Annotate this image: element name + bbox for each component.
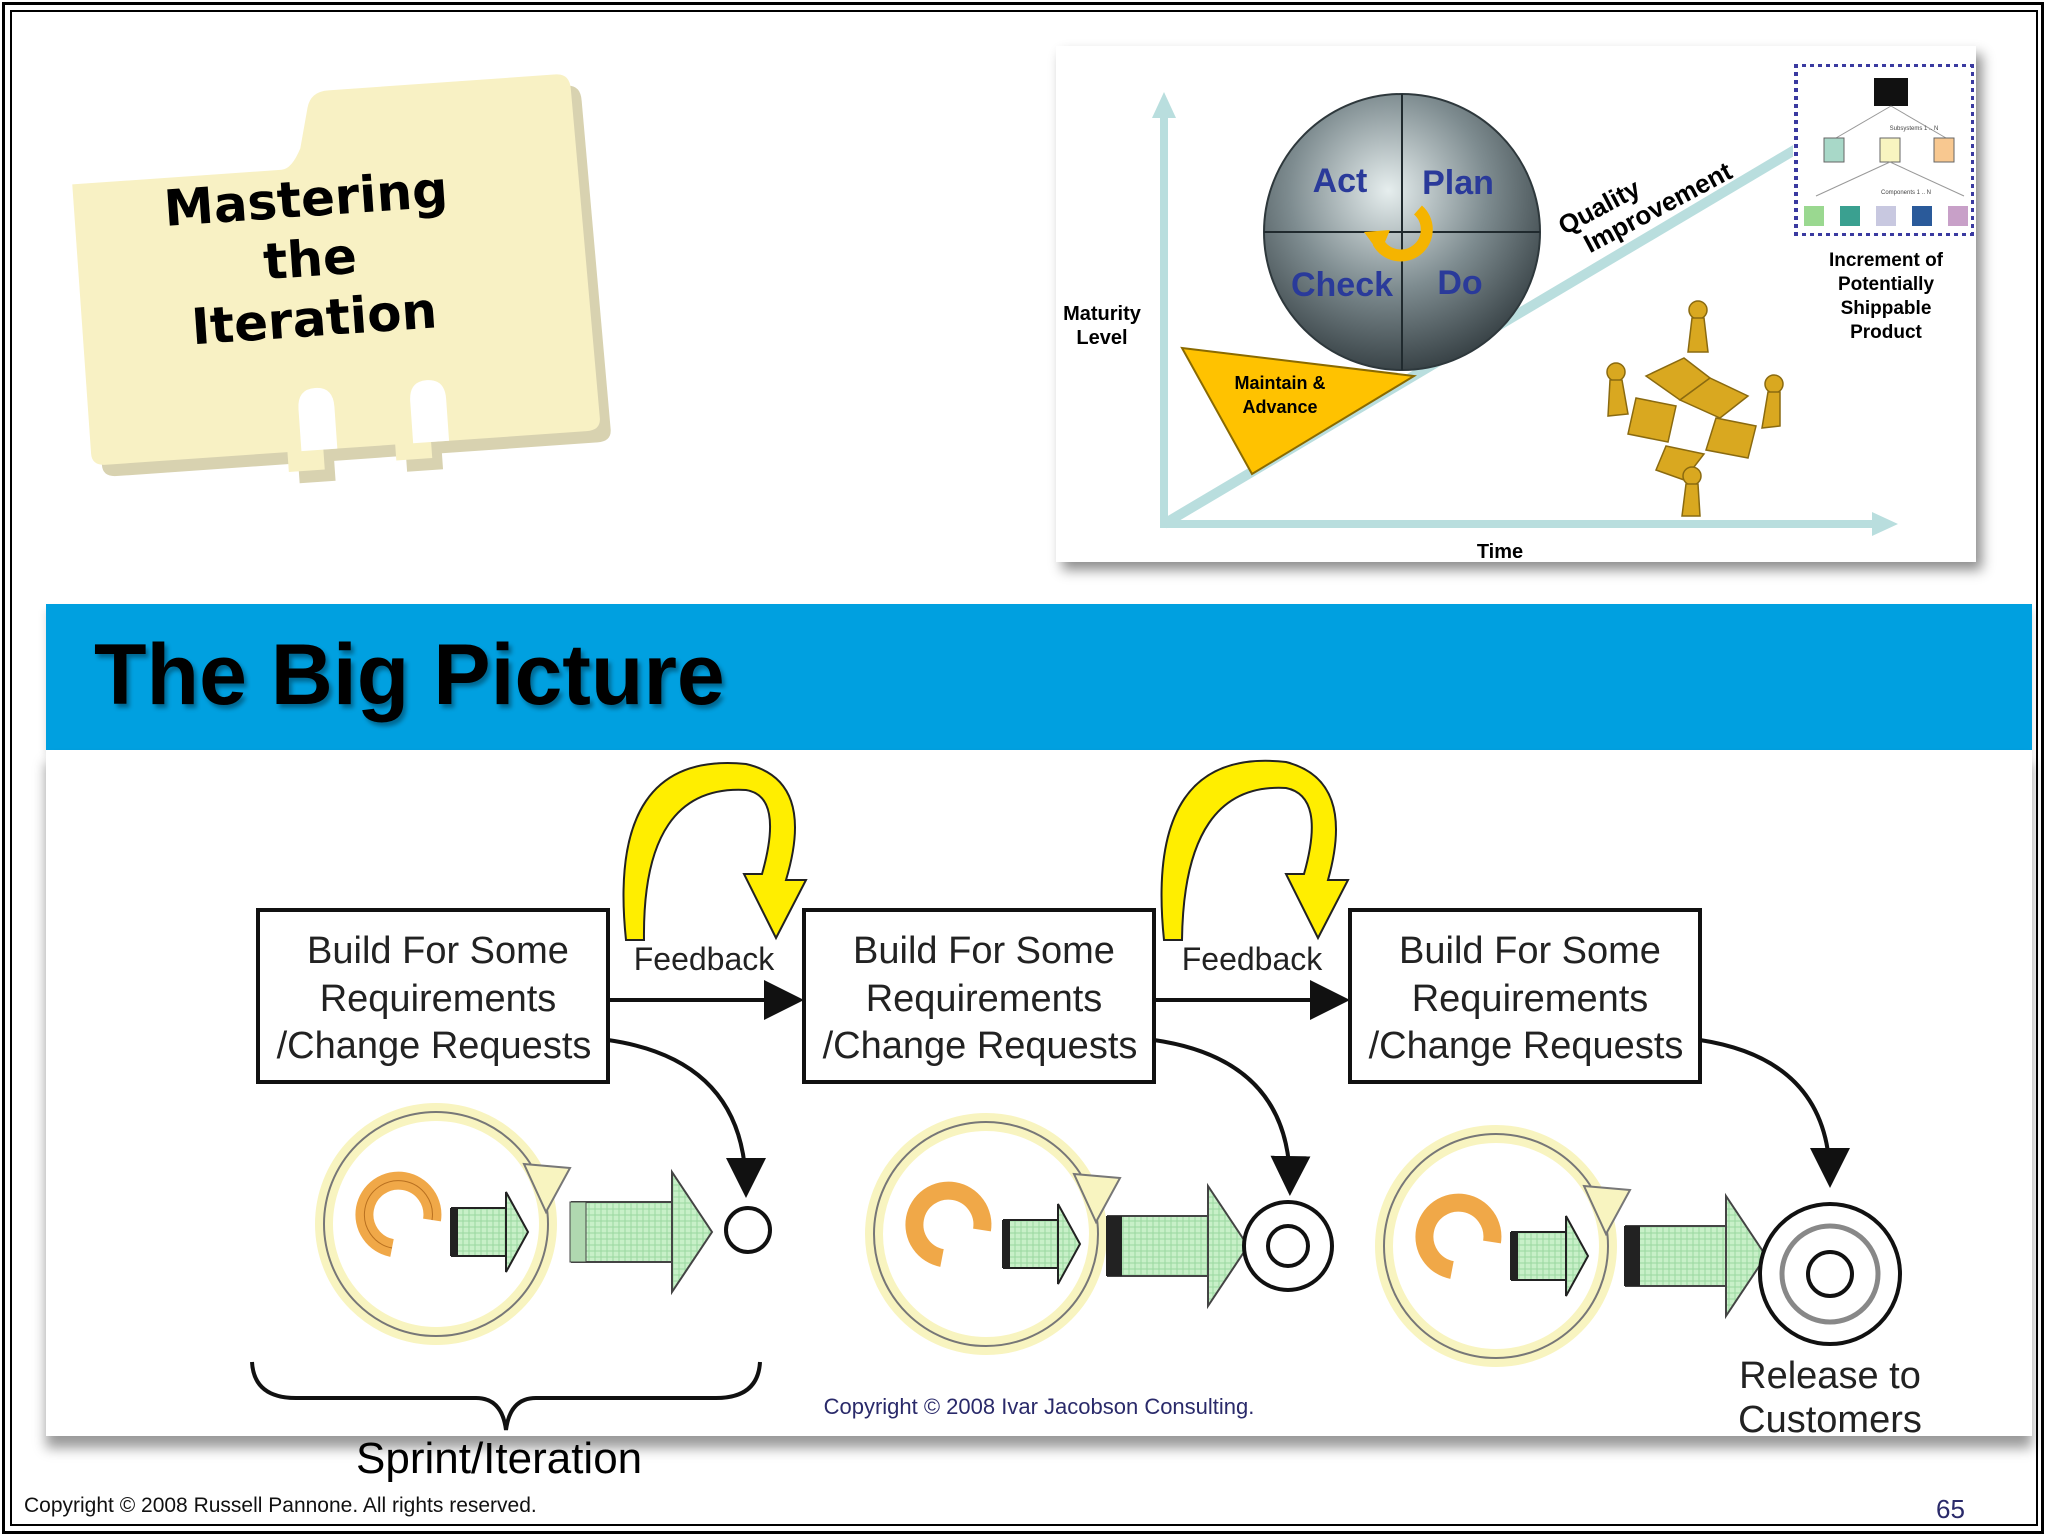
maturity-diagram: Maintain & Advance Act Plan Check Do Mat… bbox=[1056, 46, 1977, 563]
tab-card-title-line-2: the bbox=[261, 227, 358, 291]
big-picture-diagram: Build For Some Requirements /Change Requ… bbox=[46, 750, 2032, 1441]
sprint-iteration-label: Sprint/Iteration bbox=[356, 1434, 643, 1483]
inner-frame bbox=[10, 10, 2038, 1526]
build-box-2 bbox=[802, 908, 1156, 1084]
build-box-1-line-3: /Change Requests bbox=[277, 1025, 592, 1067]
build-box-2-line-3: /Change Requests bbox=[823, 1025, 1138, 1067]
iteration-cycle-2 bbox=[865, 1113, 1334, 1355]
build-box-3 bbox=[1348, 908, 1702, 1084]
build-box-1-line-1: Build For Some bbox=[307, 930, 569, 972]
feedback-label-1: Feedback bbox=[634, 941, 776, 977]
page-number: 65 bbox=[1936, 1494, 1965, 1524]
subsystems-label: Subsystems 1 .. N bbox=[1890, 126, 1939, 132]
pdca-act: Act bbox=[1313, 162, 1368, 200]
pdca-do: Do bbox=[1437, 264, 1482, 302]
feedback-arrow-2 bbox=[1160, 759, 1350, 941]
release-label-line-2: Customers bbox=[1738, 1399, 1922, 1436]
y-axis-label-line-2: Level bbox=[1076, 327, 1127, 349]
tab-card-body bbox=[72, 74, 600, 473]
title-banner: The Big Picture bbox=[46, 604, 2032, 750]
maintain-wedge bbox=[1180, 346, 1417, 476]
wedge-label-line-2: Advance bbox=[1242, 397, 1317, 417]
increment-label-line-3: Shippable bbox=[1841, 298, 1932, 319]
x-axis-label: Time bbox=[1477, 541, 1523, 562]
sprint-brace bbox=[250, 1361, 762, 1431]
down-arrow-1 bbox=[607, 1038, 766, 1198]
feedback-label-2: Feedback bbox=[1182, 941, 1324, 977]
build-box-1-line-2: Requirements bbox=[320, 978, 557, 1020]
footer-copyright: Copyright © 2008 Russell Pannone. All ri… bbox=[24, 1494, 537, 1517]
tab-card: Mastering the Iteration bbox=[72, 74, 611, 484]
build-box-2-line-1: Build For Some bbox=[853, 930, 1115, 972]
components-label: Components 1 .. N bbox=[1881, 190, 1931, 196]
y-axis-label-line-1: Maturity bbox=[1063, 303, 1142, 325]
release-label-line-1: Release to bbox=[1739, 1355, 1921, 1397]
pdca-check: Check bbox=[1291, 266, 1393, 304]
build-box-3-line-2: Requirements bbox=[1412, 978, 1649, 1020]
build-box-1 bbox=[256, 908, 610, 1084]
wedge-label-line-1: Maintain & bbox=[1234, 373, 1325, 393]
inner-copyright: Copyright © 2008 Ivar Jacobson Consultin… bbox=[824, 1394, 1255, 1419]
down-arrow-3 bbox=[1699, 1038, 1850, 1188]
build-box-3-line-3: /Change Requests bbox=[1369, 1025, 1684, 1067]
build-box-2-line-2: Requirements bbox=[866, 978, 1103, 1020]
page-title: The Big Picture bbox=[94, 627, 725, 723]
cycle-arrow-icon bbox=[1372, 205, 1433, 262]
down-arrow-2 bbox=[1153, 1038, 1311, 1196]
build-box-3-line-1: Build For Some bbox=[1399, 930, 1661, 972]
pdca-plan: Plan bbox=[1422, 164, 1494, 202]
feedback-arrow-1 bbox=[622, 762, 808, 941]
iteration-cycle-1 bbox=[315, 1103, 772, 1345]
team-puzzle-icon bbox=[1606, 300, 1784, 517]
increment-label-line-4: Product bbox=[1850, 322, 1922, 343]
increment-label-line-1: Increment of bbox=[1829, 250, 1944, 271]
iteration-cycle-3 bbox=[1375, 1125, 1902, 1367]
increment-label-line-2: Potentially bbox=[1838, 274, 1935, 295]
